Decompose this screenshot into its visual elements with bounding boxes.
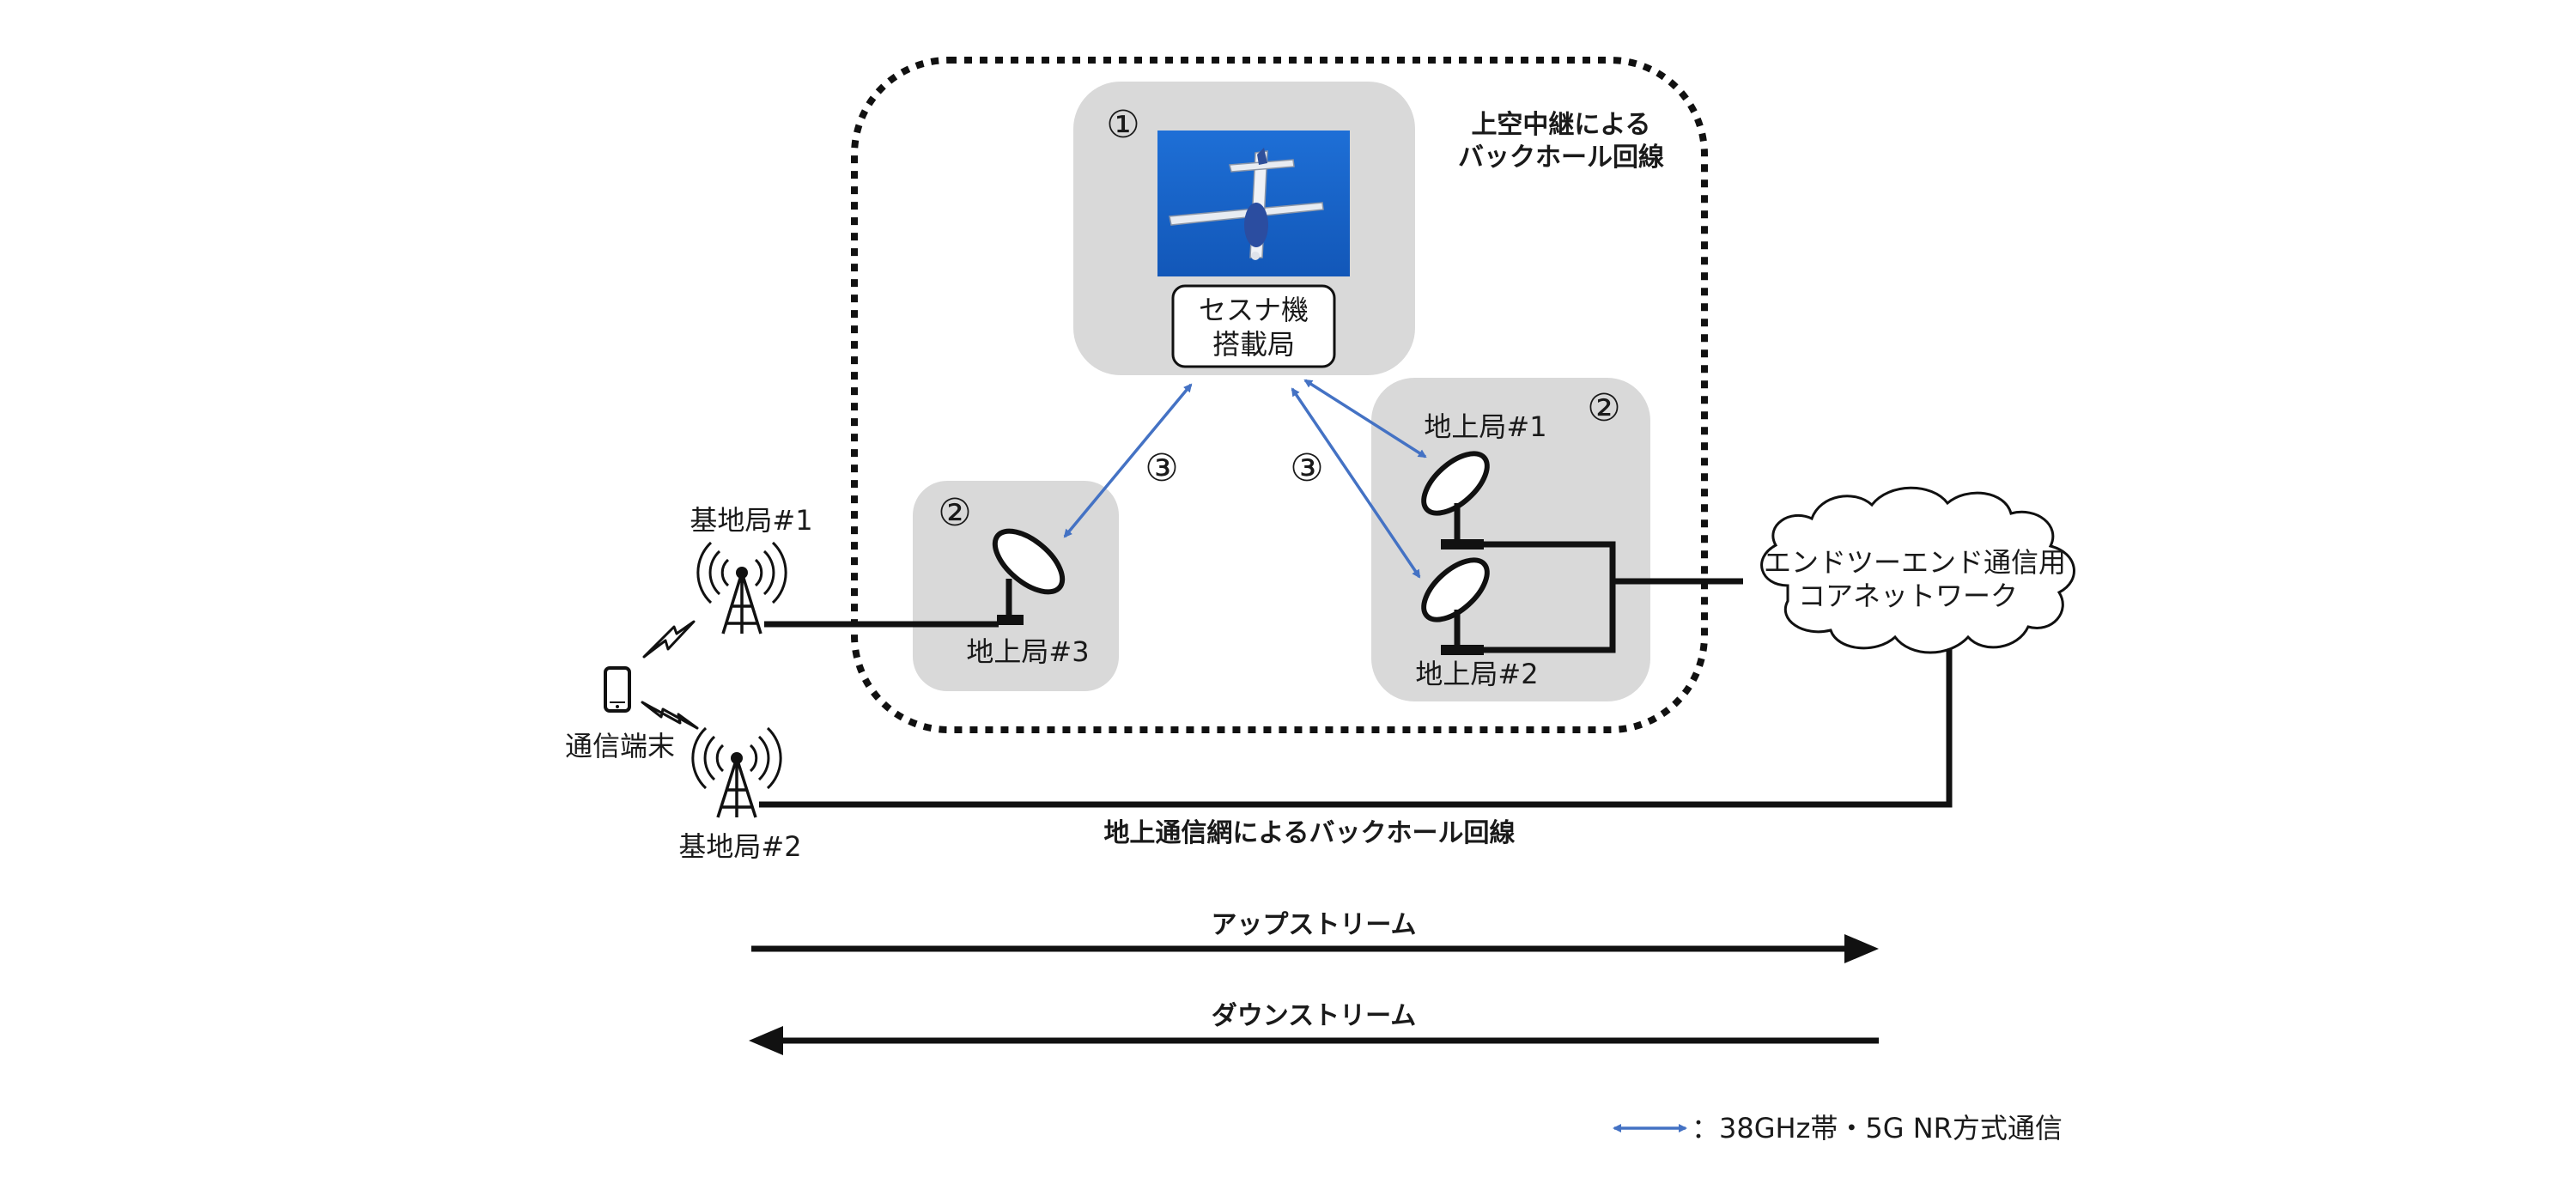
upstream-label: アップストリーム (1211, 910, 1416, 940)
upstream-arrowhead (1844, 934, 1879, 963)
ground-left-box-number: ② (938, 491, 971, 535)
downstream-arrowhead (749, 1026, 783, 1055)
base-station-1-label: 基地局#1 (690, 504, 812, 537)
radio-link-aircraft-station3 (1063, 383, 1193, 538)
ground-stations-wiring (1484, 541, 1616, 653)
ground-station-1-label: 地上局#1 (1424, 410, 1546, 443)
terrestrial-backhaul-label: 地上通信網によるバックホール回線 (1103, 818, 1515, 848)
phone-icon (604, 666, 631, 713)
wireless-signal-icon (641, 701, 699, 730)
satellite-dish-icon (992, 528, 1066, 625)
aircraft-box-number: ① (1106, 103, 1139, 147)
link-number-right: ③ (1290, 446, 1323, 490)
radio-link-aircraft-station2 (1291, 387, 1421, 579)
terminal-label: 通信端末 (565, 730, 675, 762)
legend-text: ：38GHz帯・5G NR方式通信 (1692, 1112, 2063, 1145)
ground-station-2-label: 地上局#2 (1415, 658, 1538, 690)
satellite-dish-icon (1421, 451, 1490, 549)
core-network-label-line1: エンドツーエンド通信用 (1764, 546, 2066, 579)
aircraft-station-label-line1: セスナ機 (1199, 294, 1309, 326)
aircraft-photo (1157, 131, 1350, 276)
downstream-label: ダウンストリーム (1212, 1001, 1417, 1031)
ground-station-3-label: 地上局#3 (966, 635, 1089, 668)
satellite-dish-icon (1421, 557, 1490, 655)
ground-right-box-number: ② (1587, 386, 1620, 430)
wireless-signal-icon (642, 620, 696, 659)
aircraft-station-label-line2: 搭載局 (1212, 328, 1295, 361)
core-network-cloud (1760, 486, 2075, 654)
aircraft-station-label-box (1171, 284, 1336, 368)
base-station-2-label: 基地局#2 (678, 830, 801, 863)
core-network-label-line2: コアネットワーク (1798, 580, 2018, 612)
relay-group-boundary (851, 57, 1708, 733)
antenna-tower-icon (696, 541, 787, 635)
relay-group-title-line1: 上空中継による (1471, 110, 1650, 140)
terrestrial-backhaul-line (759, 644, 1953, 808)
link-number-left: ③ (1145, 446, 1178, 490)
antenna-tower-icon (691, 726, 782, 818)
relay-group-title-line2: バックホール回線 (1458, 143, 1664, 173)
